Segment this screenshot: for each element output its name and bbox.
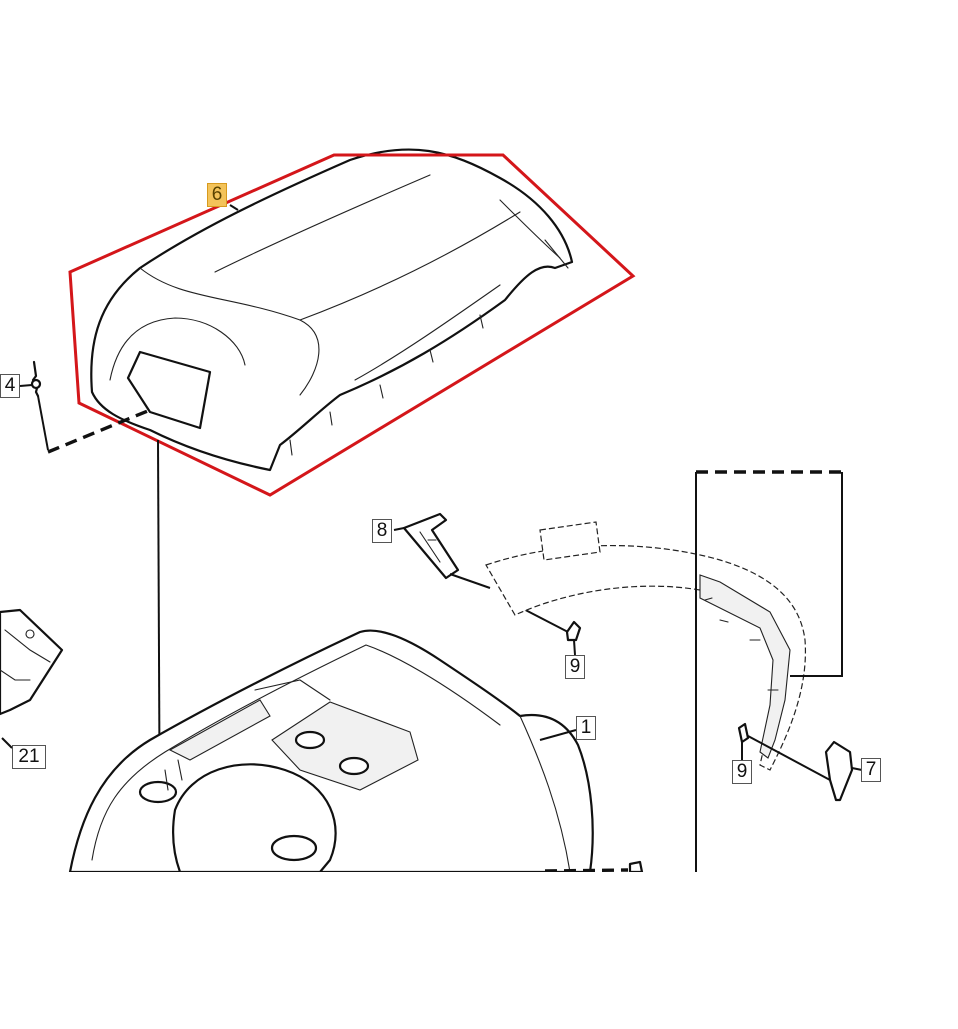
callout-1[interactable]: 1 (576, 716, 596, 740)
callout-4[interactable]: 4 (0, 374, 20, 398)
callout-21[interactable]: 21 (12, 745, 46, 769)
callout-7[interactable]: 7 (861, 758, 881, 782)
selected-part-highlight (68, 153, 636, 497)
callout-8[interactable]: 8 (372, 519, 392, 543)
part-1-main-housing[interactable] (68, 629, 594, 874)
part-6-top-cover[interactable] (90, 148, 574, 472)
part-4-screw[interactable] (19, 360, 49, 451)
part-8-bracket[interactable] (393, 512, 491, 589)
part-7-end-cap[interactable] (824, 740, 863, 802)
part-21-side-panel[interactable] (0, 608, 64, 749)
callout-6[interactable]: 6 (207, 183, 227, 207)
rear-trim-ghost-outline (485, 521, 807, 771)
callout-9-upper[interactable]: 9 (565, 655, 585, 679)
part-9-clip-lower[interactable] (737, 722, 831, 781)
callout-9-lower[interactable]: 9 (732, 760, 752, 784)
